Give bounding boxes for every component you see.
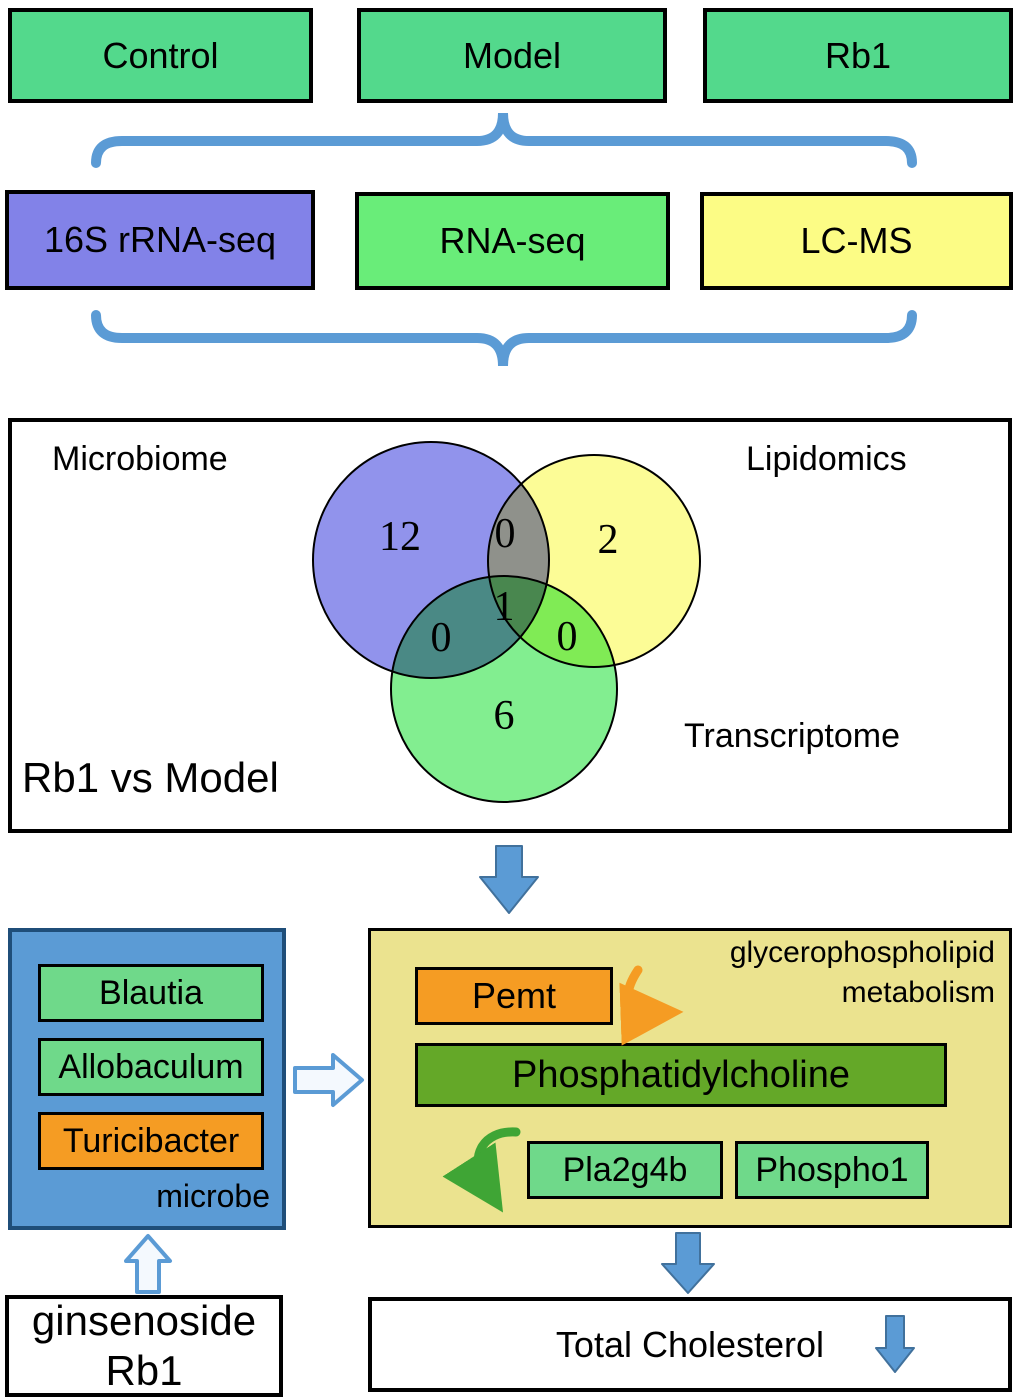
pathway-to-cholesterol-arrow-icon — [661, 1232, 715, 1294]
phospho1-box: Phospho1 — [735, 1141, 929, 1199]
pemt-label: Pemt — [471, 975, 557, 1016]
group-box-rb1: Rb1 — [703, 8, 1013, 103]
microbe-panel-caption: microbe — [156, 1178, 270, 1214]
pathway-annotation-line1: glycerophospholipid — [729, 936, 995, 969]
microbe-panel: Blautia Allobaculum Turicibacter microbe — [8, 928, 286, 1230]
pathway-annotation: glycerophospholipid metabolism — [730, 933, 995, 1013]
method-label-16s-rrna-seq: 16S rRNA-seq — [43, 219, 277, 260]
venn-panel: 12 0 2 1 0 0 6 Microbiome Lipidomics Tra… — [8, 418, 1012, 833]
venn-label-microbiome: Microbiome — [52, 440, 228, 478]
pemt-box: Pemt — [415, 967, 613, 1025]
method-label-rna-seq: RNA-seq — [439, 220, 586, 261]
group-box-model: Model — [357, 8, 667, 103]
pathway-panel: glycerophospholipid metabolism Pemt Phos… — [368, 928, 1012, 1228]
venn-comparison-label: Rb1 vs Model — [22, 754, 279, 801]
microbe-label-blautia: Blautia — [99, 973, 203, 1012]
group-label-control: Control — [102, 34, 219, 76]
pla2g4b-label: Pla2g4b — [562, 1150, 688, 1189]
venn-label-lipidomics: Lipidomics — [746, 440, 907, 478]
method-box-lc-ms: LC-MS — [700, 192, 1013, 290]
group-label-model: Model — [462, 34, 562, 76]
ginsenoside-label-line2: Rb1 — [105, 1347, 183, 1394]
group-label-rb1: Rb1 — [824, 34, 892, 76]
microbe-label-allobaculum: Allobaculum — [58, 1047, 244, 1086]
venn-count-lipidomics-only: 2 — [598, 517, 619, 563]
total-cholesterol-box: Total Cholesterol — [368, 1297, 1012, 1392]
pla2g4b-box: Pla2g4b — [527, 1141, 723, 1199]
ginsenoside-to-microbe-arrow-icon — [124, 1234, 172, 1294]
microbe-to-pathway-arrow-icon — [293, 1053, 364, 1107]
phosphatidylcholine-box: Phosphatidylcholine — [415, 1043, 947, 1107]
venn-to-pathway-arrow-icon — [479, 845, 539, 914]
bottom-brace-icon — [91, 310, 917, 367]
group-box-control: Control — [8, 8, 313, 103]
venn-diagram: 12 0 2 1 0 0 6 — [312, 441, 701, 803]
microbe-label-turicibacter: Turicibacter — [62, 1121, 240, 1160]
venn-count-microbiome-only: 12 — [379, 514, 421, 560]
venn-count-microbiome-transcriptome: 0 — [431, 615, 452, 661]
method-box-16s-rrna-seq: 16S rRNA-seq — [5, 190, 315, 290]
phospho1-label: Phospho1 — [755, 1150, 909, 1189]
ginsenoside-label-line1: ginsenoside — [31, 1297, 257, 1345]
microbe-item-allobaculum: Allobaculum — [38, 1038, 264, 1096]
method-box-rna-seq: RNA-seq — [355, 192, 670, 290]
pathway-annotation-line2: metabolism — [841, 976, 995, 1009]
top-brace-icon — [91, 112, 917, 168]
venn-count-lipidomics-transcriptome: 0 — [557, 614, 578, 660]
total-cholesterol-label: Total Cholesterol — [555, 1323, 825, 1365]
ginsenoside-rb1-box: ginsenoside Rb1 — [5, 1295, 283, 1397]
venn-label-transcriptome: Transcriptome — [684, 717, 901, 755]
venn-circle-transcriptome — [390, 575, 618, 803]
method-label-lc-ms: LC-MS — [800, 220, 913, 261]
venn-count-transcriptome-only: 6 — [494, 693, 515, 739]
venn-count-microbiome-lipidomics: 0 — [495, 511, 516, 557]
microbe-item-blautia: Blautia — [38, 964, 264, 1022]
venn-count-center: 1 — [494, 584, 515, 630]
phosphatidylcholine-label: Phosphatidylcholine — [511, 1053, 850, 1096]
microbe-item-turicibacter: Turicibacter — [38, 1112, 264, 1170]
